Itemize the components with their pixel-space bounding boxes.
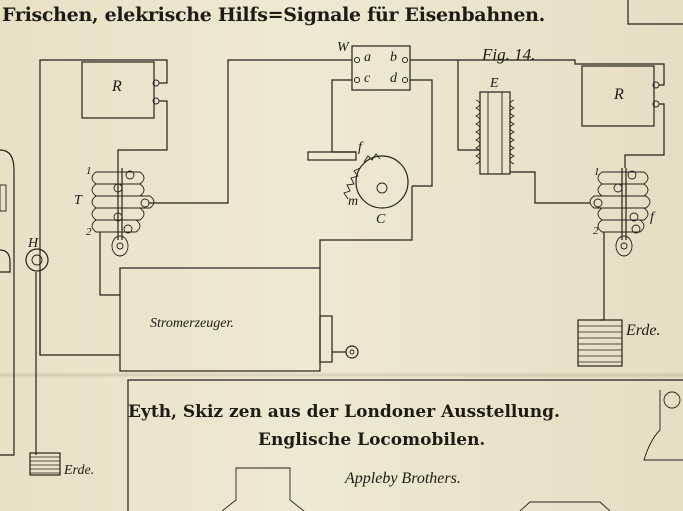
- bell-h-label: H: [28, 236, 39, 251]
- switch-box-label: W: [337, 40, 349, 55]
- contact-b-label: b: [390, 50, 397, 65]
- wire-relay-right-bottom: [624, 103, 665, 168]
- bell-h-outer: [25, 248, 49, 272]
- contact-2-right-label: 2: [593, 225, 599, 237]
- lever-f: [307, 151, 357, 161]
- wire-relay-right-top: [458, 59, 665, 86]
- plate-title: Frischen, elekrische Hilfs=Signale für E…: [2, 4, 545, 26]
- contact-1-left-label: 1: [86, 165, 92, 177]
- signal-wheel-teeth: [343, 167, 361, 200]
- border-fragment-top-right: [627, 0, 683, 25]
- contact-2-left-label: 2: [86, 226, 92, 238]
- bottom-panel-frame: [127, 379, 683, 511]
- contact-f-right-label: f: [650, 210, 654, 225]
- wheel-m-label: m: [348, 194, 359, 209]
- left-apparatus-detail: [0, 249, 11, 273]
- wire-switch-b-to-magnet: [410, 59, 480, 151]
- key-right: [589, 168, 651, 257]
- locomobile-sketch-2: [519, 501, 611, 511]
- section-title: Eyth, Skiz zen aus der Londoner Ausstell…: [128, 402, 560, 422]
- earth-plate-right: [577, 319, 623, 367]
- wire-generator-to-wheel: [319, 186, 413, 268]
- right-apparatus-sketch: [643, 390, 683, 461]
- figure-label: Fig. 14.: [482, 45, 536, 64]
- wire-key-to-generator: [99, 232, 120, 296]
- wire-switch-d-to-wheel: [410, 79, 433, 187]
- wire-key-to-switch: [149, 59, 352, 204]
- contact-1-right-label: 1: [594, 166, 600, 178]
- contact-a-label: a: [364, 50, 371, 65]
- left-apparatus-block: [0, 184, 7, 212]
- magnet-label: E: [490, 76, 499, 91]
- switch-box-w: [351, 45, 411, 91]
- earth-left-label: Erde.: [64, 463, 95, 478]
- signal-wheel-teeth-top: [363, 153, 381, 163]
- relay-right-box: [581, 65, 655, 127]
- signal-wheel: [355, 155, 409, 209]
- relay-left-label: R: [112, 78, 122, 95]
- generator-crank-pin: [349, 349, 355, 355]
- section-subtitle: Englische Locomobilen.: [258, 430, 486, 450]
- left-apparatus-edge: [0, 149, 15, 456]
- electromagnet-e: [474, 91, 516, 175]
- relay-left-box: [81, 61, 155, 119]
- generator-crank-block: [319, 315, 333, 363]
- locomobile-sketch: [221, 467, 305, 511]
- signal-wheel-hub: [376, 182, 388, 194]
- wire-magnet-to-key: [510, 171, 590, 204]
- wire-relay-left-bottom: [117, 100, 168, 168]
- key-left: [91, 168, 155, 257]
- key-t-label: T: [74, 193, 82, 208]
- wire-switch-c: [331, 79, 356, 153]
- contact-c-label: c: [364, 71, 371, 86]
- right-apparatus-wheel: [663, 391, 681, 409]
- relay-right-label: R: [614, 86, 624, 103]
- wire-key-to-earth: [600, 232, 605, 321]
- wire-relay-left-top: [39, 59, 168, 356]
- earth-right-label: Erde.: [626, 322, 661, 339]
- section-maker: Appleby Brothers.: [345, 470, 461, 487]
- bell-h-inner: [31, 254, 43, 266]
- wheel-c-label: C: [376, 212, 386, 227]
- generator-label: Stromerzeuger.: [150, 316, 234, 331]
- lever-f-label: f: [358, 140, 362, 155]
- earth-plate-left: [29, 452, 61, 476]
- paper-fold: [0, 372, 683, 378]
- contact-d-label: d: [390, 71, 397, 86]
- generator-crank-handle: [345, 345, 359, 359]
